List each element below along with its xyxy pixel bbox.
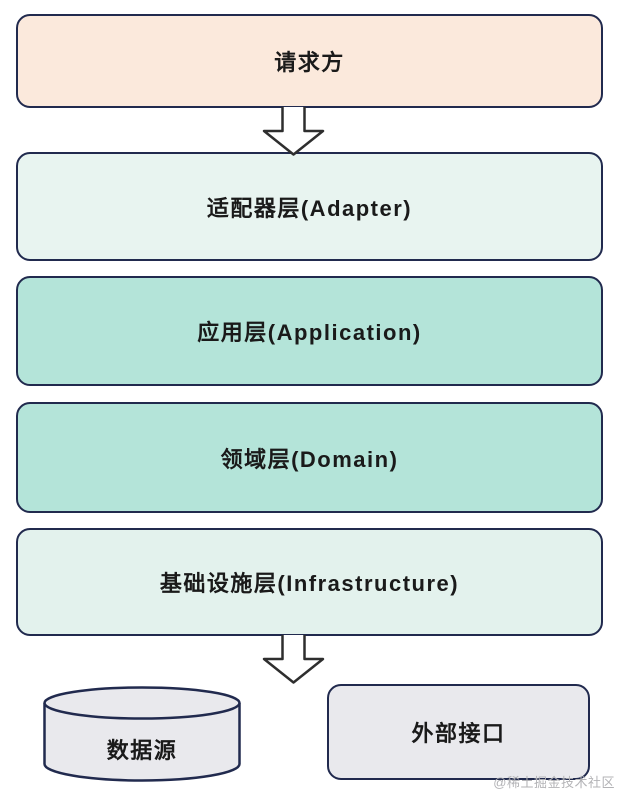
node-domain-layer-label: 领域层(Domain) xyxy=(220,446,399,472)
node-external-interface-label: 外部接口 xyxy=(411,721,506,746)
node-infrastructure-layer-label: 基础设施层(Infrastructure) xyxy=(159,571,460,596)
node-domain-layer: 领域层(Domain) xyxy=(16,402,603,513)
node-external-interface: 外部接口 xyxy=(327,684,590,780)
node-application-layer-label: 应用层(Application) xyxy=(197,320,422,345)
watermark: @稀土掘金技术社区 xyxy=(493,775,615,790)
node-infrastructure-layer: 基础设施层(Infrastructure) xyxy=(16,528,603,636)
database-cylinder-icon xyxy=(43,686,241,782)
node-adapter-layer: 适配器层(Adapter) xyxy=(16,152,603,261)
node-adapter-layer-label: 适配器层(Adapter) xyxy=(206,195,413,221)
node-requester-label: 请求方 xyxy=(274,50,345,75)
down-arrow-icon xyxy=(262,635,325,684)
node-application-layer: 应用层(Application) xyxy=(16,276,603,386)
down-arrow-icon xyxy=(262,107,325,156)
node-datasource-label: 数据源 xyxy=(106,738,178,763)
node-requester: 请求方 xyxy=(16,14,603,108)
node-datasource: 数据源 xyxy=(42,685,242,784)
